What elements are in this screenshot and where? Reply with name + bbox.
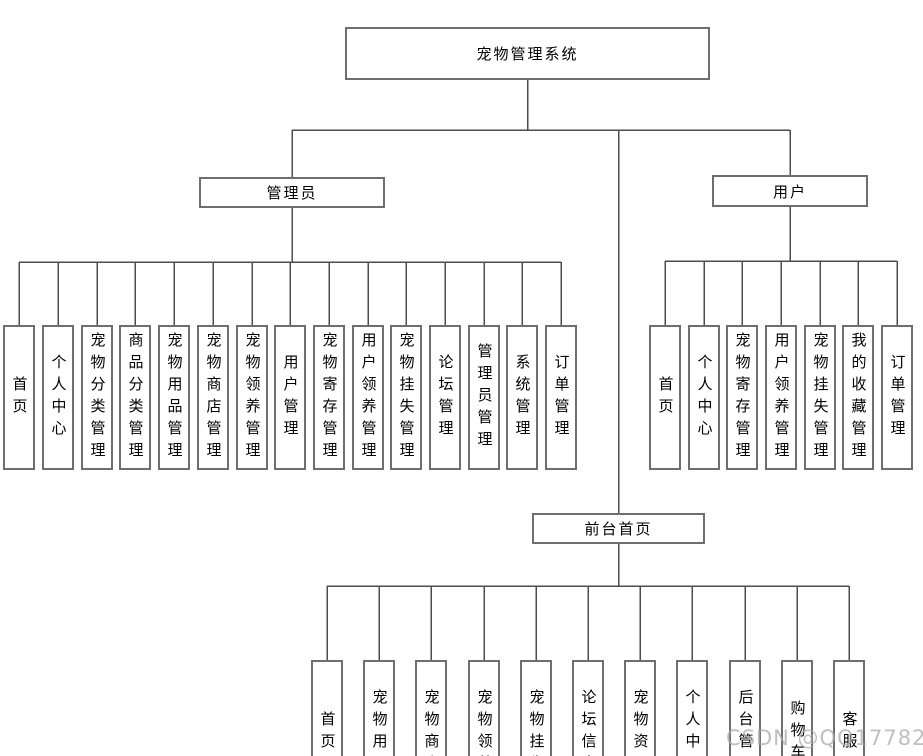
leaf-label: 个人中心 [49, 353, 68, 442]
leaf-label: 个人中心 [683, 688, 702, 756]
leaf-label: 宠物寄存管理 [320, 331, 339, 464]
leaf-node-front-pet-supplies: 宠物用品 [363, 660, 395, 756]
leaf-label: 论坛信息 [579, 688, 598, 756]
leaf-label: 用户领养管理 [772, 331, 791, 464]
leaf-label: 系统管理 [513, 353, 532, 442]
leaf-node-user-mgmt: 用户管理 [274, 325, 306, 470]
leaf-label: 个人中心 [695, 353, 714, 442]
leaf-node-admin-profile: 个人中心 [42, 325, 74, 470]
leaf-node-order-mgmt: 订单管理 [545, 325, 577, 470]
leaf-label: 宠物商店管理 [204, 331, 223, 464]
leaf-label: 宠物领养 [475, 688, 494, 756]
leaf-node-front-pet-news: 宠物资讯 [624, 660, 656, 756]
leaf-node-pet-adoption-mgmt: 宠物领养管理 [236, 325, 268, 470]
leaf-node-front-pet-adoption: 宠物领养 [468, 660, 500, 756]
leaf-label: 首页 [10, 375, 29, 420]
leaf-node-user-order-mgmt: 订单管理 [881, 325, 913, 470]
leaf-label: 购物车 [788, 699, 807, 756]
leaf-node-admin-mgmt: 管理员管理 [468, 325, 500, 470]
leaf-node-front-forum-info: 论坛信息 [572, 660, 604, 756]
leaf-label: 宠物挂失管理 [811, 331, 830, 464]
leaf-node-forum-mgmt: 论坛管理 [429, 325, 461, 470]
leaf-node-pet-boarding-mgmt: 宠物寄存管理 [313, 325, 345, 470]
leaf-node-user-pet-lost-mgmt: 宠物挂失管理 [804, 325, 836, 470]
leaf-label: 客服 [840, 710, 859, 755]
root-node-label: 宠物管理系统 [476, 45, 579, 63]
watermark: CSDN @QQ177825331 [726, 726, 923, 750]
leaf-node-front-customer-service: 客服 [833, 660, 865, 756]
leaf-label: 商品分类管理 [126, 331, 145, 464]
leaf-label: 宠物用品 [370, 688, 389, 756]
leaf-label: 论坛管理 [436, 353, 455, 442]
leaf-node-system-mgmt: 系统管理 [506, 325, 538, 470]
leaf-label: 宠物挂失 [527, 688, 546, 756]
leaf-node-front-cart: 购物车 [781, 660, 813, 756]
leaf-node-front-pet-shop: 宠物商店 [415, 660, 447, 756]
leaf-label: 宠物商店 [422, 688, 441, 756]
leaf-label: 我的收藏管理 [849, 331, 868, 464]
admin-branch-label: 管理员 [266, 184, 318, 202]
leaf-node-front-profile: 个人中心 [676, 660, 708, 756]
leaf-label: 后台管理 [736, 688, 755, 756]
leaf-node-pet-lost-mgmt: 宠物挂失管理 [390, 325, 422, 470]
leaf-label: 用户领养管理 [359, 331, 378, 464]
leaf-node-product-category-mgmt: 商品分类管理 [119, 325, 151, 470]
leaf-label: 首页 [656, 375, 675, 420]
leaf-node-pet-shop-mgmt: 宠物商店管理 [197, 325, 229, 470]
leaf-label: 宠物寄存管理 [733, 331, 752, 464]
leaf-label: 宠物资讯 [631, 688, 650, 756]
leaf-node-front-backend-mgmt: 后台管理 [729, 660, 761, 756]
leaf-node-admin-home: 首页 [3, 325, 35, 470]
front-page-branch-node: 前台首页 [532, 513, 705, 544]
leaf-label: 宠物用品管理 [165, 331, 184, 464]
leaf-node-user-pet-boarding-mgmt: 宠物寄存管理 [726, 325, 758, 470]
leaf-node-my-favorites-mgmt: 我的收藏管理 [842, 325, 874, 470]
leaf-node-user-home: 首页 [649, 325, 681, 470]
leaf-node-user-adoption-mgmt: 用户领养管理 [352, 325, 384, 470]
admin-branch-node: 管理员 [199, 177, 385, 208]
leaf-node-front-home: 首页 [311, 660, 343, 756]
leaf-node-user-adoption-mgmt2: 用户领养管理 [765, 325, 797, 470]
front-page-branch-label: 前台首页 [584, 520, 653, 538]
user-branch-node: 用户 [712, 175, 868, 207]
root-node: 宠物管理系统 [345, 27, 710, 80]
leaf-node-front-pet-lost: 宠物挂失 [520, 660, 552, 756]
leaf-label: 宠物领养管理 [243, 331, 262, 464]
leaf-label: 首页 [318, 710, 337, 755]
leaf-label: 订单管理 [888, 353, 907, 442]
leaf-label: 宠物分类管理 [88, 331, 107, 464]
leaf-node-pet-supplies-mgmt: 宠物用品管理 [158, 325, 190, 470]
leaf-label: 用户管理 [281, 353, 300, 442]
leaf-label: 宠物挂失管理 [397, 331, 416, 464]
leaf-node-user-profile: 个人中心 [688, 325, 720, 470]
user-branch-label: 用户 [772, 182, 807, 201]
leaf-label: 管理员管理 [475, 342, 494, 453]
leaf-node-pet-category-mgmt: 宠物分类管理 [81, 325, 113, 470]
leaf-label: 订单管理 [552, 353, 571, 442]
